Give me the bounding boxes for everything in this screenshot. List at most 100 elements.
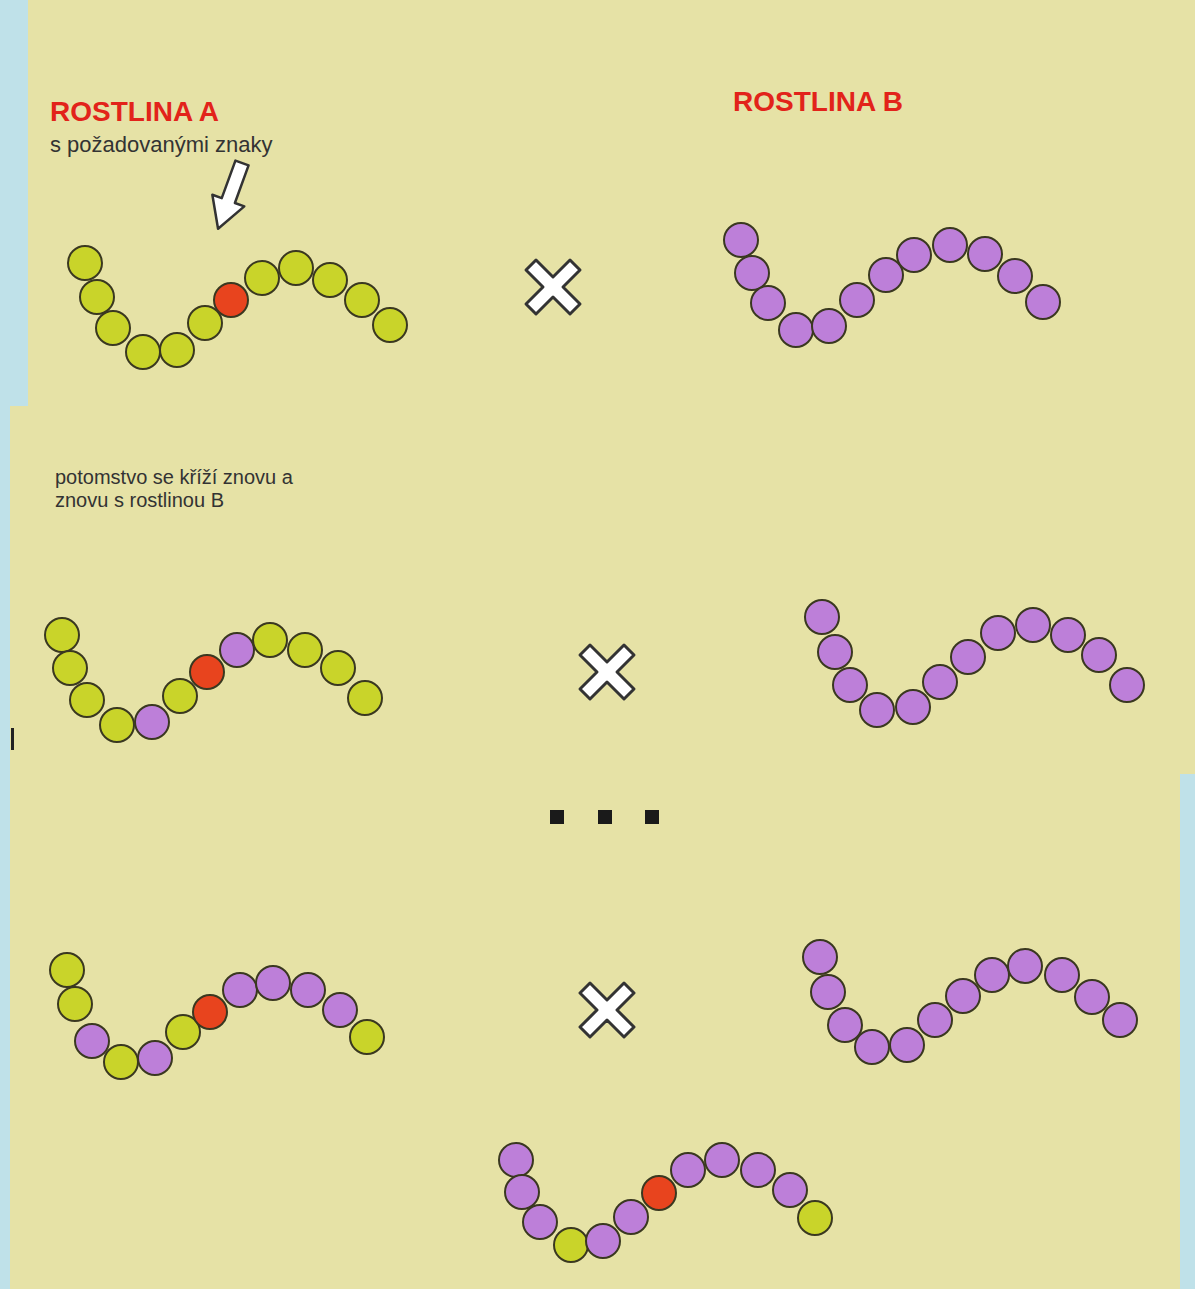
gene-bead xyxy=(1051,618,1085,652)
plant-subtitle: s požadovanými znaky xyxy=(50,132,273,157)
edge-mark xyxy=(11,728,14,750)
gene-bead xyxy=(818,635,852,669)
ellipsis-dot xyxy=(598,810,612,824)
gene-bead xyxy=(811,975,845,1009)
gene-bead xyxy=(671,1153,705,1187)
gene-bead xyxy=(256,966,290,1000)
chromosome-chain xyxy=(805,600,1144,727)
gene-bead xyxy=(724,223,758,257)
gene-bead xyxy=(803,940,837,974)
gene-bead xyxy=(812,309,846,343)
gene-bead xyxy=(890,1028,924,1062)
gene-bead xyxy=(798,1201,832,1235)
gene-bead xyxy=(323,993,357,1027)
chromosome-chain xyxy=(803,940,1137,1064)
background-panel xyxy=(10,774,1180,1289)
gene-bead xyxy=(104,1045,138,1079)
gene-bead xyxy=(163,679,197,713)
gene-bead xyxy=(923,665,957,699)
gene-bead xyxy=(190,655,224,689)
gene-bead xyxy=(350,1020,384,1054)
plant-title: ROSTLINA B xyxy=(733,86,903,118)
gene-bead xyxy=(100,708,134,742)
gene-bead xyxy=(586,1224,620,1258)
chromosome-chain xyxy=(68,246,407,369)
gene-bead xyxy=(70,683,104,717)
plant-title: ROSTLINA A xyxy=(50,96,219,128)
ellipsis-dot xyxy=(645,810,659,824)
gene-bead xyxy=(975,958,1009,992)
gene-bead xyxy=(1045,958,1079,992)
cross-symbol xyxy=(580,645,634,699)
ellipsis-dot xyxy=(550,810,564,824)
gene-bead xyxy=(58,987,92,1021)
chromosome-chain xyxy=(724,223,1060,347)
gene-bead xyxy=(896,690,930,724)
gene-bead xyxy=(918,1003,952,1037)
gene-bead xyxy=(68,246,102,280)
gene-bead xyxy=(968,237,1002,271)
gene-bead xyxy=(741,1153,775,1187)
gene-bead xyxy=(773,1173,807,1207)
process-note: potomstvo se kříží znovu a znovu s rostl… xyxy=(55,466,317,512)
gene-bead xyxy=(223,973,257,1007)
gene-bead xyxy=(279,251,313,285)
gene-bead xyxy=(523,1205,557,1239)
gene-bead xyxy=(288,633,322,667)
gene-bead xyxy=(505,1175,539,1209)
gene-bead xyxy=(220,633,254,667)
gene-bead xyxy=(946,979,980,1013)
gene-bead xyxy=(1075,980,1109,1014)
gene-bead xyxy=(828,1008,862,1042)
gene-bead xyxy=(1082,638,1116,672)
gene-bead xyxy=(253,623,287,657)
gene-bead xyxy=(833,668,867,702)
gene-bead xyxy=(345,283,379,317)
gene-bead xyxy=(933,228,967,262)
gene-bead xyxy=(860,693,894,727)
gene-bead xyxy=(840,283,874,317)
chromosome-chain xyxy=(50,953,384,1079)
gene-bead xyxy=(779,313,813,347)
gene-bead xyxy=(1026,285,1060,319)
gene-bead xyxy=(1110,668,1144,702)
gene-bead xyxy=(1016,608,1050,642)
gene-bead xyxy=(214,283,248,317)
gene-bead xyxy=(245,261,279,295)
gene-bead xyxy=(614,1200,648,1234)
gene-bead xyxy=(80,280,114,314)
gene-bead xyxy=(499,1143,533,1177)
gene-bead xyxy=(75,1024,109,1058)
gene-bead xyxy=(981,616,1015,650)
gene-bead xyxy=(805,600,839,634)
gene-bead xyxy=(998,259,1032,293)
gene-bead xyxy=(373,308,407,342)
gene-bead xyxy=(321,651,355,685)
gene-bead xyxy=(193,995,227,1029)
pointer-arrow xyxy=(202,157,258,234)
gene-bead xyxy=(554,1228,588,1262)
gene-bead xyxy=(96,311,130,345)
gene-bead xyxy=(705,1143,739,1177)
gene-bead xyxy=(50,953,84,987)
gene-bead xyxy=(348,681,382,715)
gene-bead xyxy=(1103,1003,1137,1037)
gene-bead xyxy=(135,705,169,739)
gene-bead xyxy=(53,651,87,685)
background-panel xyxy=(10,406,1195,774)
cross-symbol xyxy=(526,260,580,314)
chromosome-chain xyxy=(499,1143,832,1262)
gene-bead xyxy=(642,1176,676,1210)
gene-bead xyxy=(735,256,769,290)
gene-bead xyxy=(45,618,79,652)
gene-bead xyxy=(869,258,903,292)
gene-bead xyxy=(951,640,985,674)
cross-symbol xyxy=(580,983,634,1037)
gene-bead xyxy=(1008,949,1042,983)
background-panel xyxy=(28,0,1195,406)
gene-bead xyxy=(291,973,325,1007)
gene-bead xyxy=(160,333,194,367)
chromosome-chain xyxy=(45,618,382,742)
